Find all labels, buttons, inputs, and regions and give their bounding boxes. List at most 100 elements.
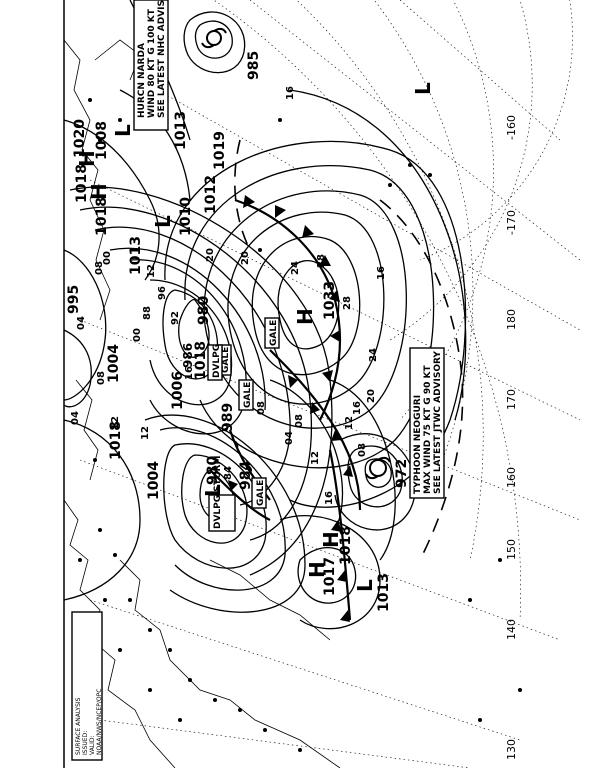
isobar-label: 16 — [376, 266, 387, 280]
longitude-label: 180 — [505, 309, 518, 330]
typhoon-advisory: TYPHOON NEOGURI MAX WIND 75 KT G 90 KT S… — [409, 347, 445, 499]
advisory-line: HURCN NARDA — [137, 43, 147, 118]
isobar-label: 12 — [310, 451, 321, 465]
hurricane-advisory: HURCN NARDA WIND 80 KT G 100 KT SEE LATE… — [133, 0, 169, 131]
legend-line: NOAA/NWS/NCEP/OPC — [96, 689, 103, 755]
trough-lines — [234, 139, 464, 561]
isobar-label: 28 — [316, 254, 327, 268]
pressure-value: 1020 — [72, 119, 88, 158]
isobar-label: 08 — [96, 371, 107, 385]
pressure-centers: H 1020 L 1008 H 1018 1018 1013 L 1010 10… — [66, 51, 435, 612]
legend-line: VALID: — [89, 735, 96, 755]
isobars — [63, 0, 467, 630]
pressure-value: 1013 — [376, 573, 392, 612]
longitude-label: 150 — [505, 539, 518, 560]
pressure-value: 1008 — [94, 121, 110, 160]
isobar-label: 16 — [352, 401, 363, 415]
pressure-value: 985 — [246, 51, 262, 80]
typhoon-symbol — [365, 456, 391, 480]
isobar-label: 24 — [290, 261, 301, 275]
chart-legend: SURFACE ANALYSIS ISSUED: VALID: NOAA/NWS… — [71, 611, 103, 761]
hurricane-symbol — [201, 27, 227, 49]
pressure-value: 1033 — [322, 281, 338, 320]
isobar-label: 08 — [294, 414, 305, 428]
pressure-value: 995 — [66, 285, 82, 314]
pressure-value: 1004 — [146, 461, 162, 500]
isobar-labels: 16 20 24 28 28 20 16 12 08 04 00 96 92 8… — [70, 86, 387, 505]
warning-label: DVLPG STORM — [213, 456, 223, 529]
high-center-label: H — [293, 308, 317, 325]
longitude-label: 160 — [505, 467, 518, 488]
pressure-value: 980 — [196, 296, 212, 325]
pressure-value: 1006 — [170, 371, 186, 410]
pressure-value: 1019 — [212, 131, 228, 170]
longitude-label: 130 — [505, 739, 518, 760]
low-center-label: L — [353, 579, 377, 592]
warning-label: GALE — [256, 480, 266, 506]
isobar-label: 20 — [366, 389, 377, 403]
isobar-label: 88 — [142, 306, 153, 320]
warning-labels: GALE GALE GALE DVLPG DVLPG STORM GALE — [207, 317, 280, 532]
low-center-label: L — [411, 82, 435, 95]
isobar-label: 00 — [132, 328, 143, 342]
longitude-label: -160 — [505, 115, 518, 140]
pressure-value: 1018 — [74, 164, 90, 203]
isobar-label: 04 — [284, 431, 295, 445]
pressure-value: 1012 — [203, 175, 219, 214]
isobar-label: 12 — [140, 426, 151, 440]
pressure-value: 986 — [181, 343, 195, 368]
warning-label: GALE — [221, 347, 231, 373]
high-center-label: H — [75, 150, 99, 167]
longitude-label: 140 — [505, 619, 518, 640]
advisory-line: MAX WIND 75 KT G 90 KT — [423, 365, 433, 494]
warning-label: GALE — [243, 382, 253, 408]
warning-label: DVLPG — [212, 344, 222, 378]
pressure-value: 1018 — [338, 526, 354, 565]
high-center-label: H — [305, 561, 329, 578]
low-center-label: L — [151, 215, 175, 228]
isobar-label: 08 — [94, 261, 105, 275]
pressure-value: 984 — [238, 461, 254, 490]
isobar-label: 04 — [76, 316, 87, 330]
isobar-label: 84 — [223, 466, 234, 480]
isobar-label: 16 — [184, 366, 195, 380]
high-center-label: H — [87, 183, 111, 200]
advisory-line: WIND 80 KT G 100 KT — [147, 8, 157, 118]
advisory-line: SEE LATEST JTWC ADVISORY — [433, 351, 443, 494]
isobar-label: 28 — [342, 296, 353, 310]
isobar-label: 12 — [110, 416, 121, 430]
isobar-label: 12 — [344, 416, 355, 430]
isobar-label: 08 — [357, 443, 368, 457]
pressure-value: 1018 — [193, 341, 209, 380]
isobar-label: 16 — [324, 491, 335, 505]
isobar-label: 24 — [368, 348, 379, 362]
pressure-value: 1018 — [94, 197, 110, 236]
isobar-label: 96 — [157, 286, 168, 300]
pressure-value: 972 — [394, 459, 410, 488]
pressure-value: 980 — [205, 456, 221, 485]
longitude-label: 170 — [505, 389, 518, 410]
advisory-line: SEE LATEST NHC ADVISORY — [157, 0, 167, 118]
pressure-value: 1018 — [108, 421, 124, 460]
isobar-label: 00 — [102, 251, 113, 265]
pressure-value: 1013 — [128, 236, 144, 275]
isobar-label: 12 — [146, 264, 157, 278]
pressure-value: 1004 — [106, 344, 122, 383]
isobar-label: 20 — [240, 251, 251, 265]
isobar-label: 20 — [205, 248, 216, 262]
pressure-value: 989 — [220, 403, 236, 432]
low-center-label: L — [111, 124, 135, 137]
legend-line: ISSUED: — [82, 731, 89, 755]
isobar-label: 08 — [256, 401, 267, 415]
isobar-label: 92 — [170, 311, 181, 325]
pressure-value: 1010 — [178, 197, 194, 236]
advisory-line: TYPHOON NEOGURI — [413, 395, 423, 494]
isobar-label: 04 — [70, 411, 81, 425]
low-center-label: L — [201, 484, 225, 497]
pressure-value: 1013 — [173, 111, 189, 150]
isobar-label: 16 — [285, 86, 296, 100]
pressure-value: 1017 — [322, 557, 338, 596]
longitude-labels: -160 -170 180 170 160 150 140 130 — [505, 115, 518, 760]
longitude-label: -170 — [505, 210, 518, 235]
